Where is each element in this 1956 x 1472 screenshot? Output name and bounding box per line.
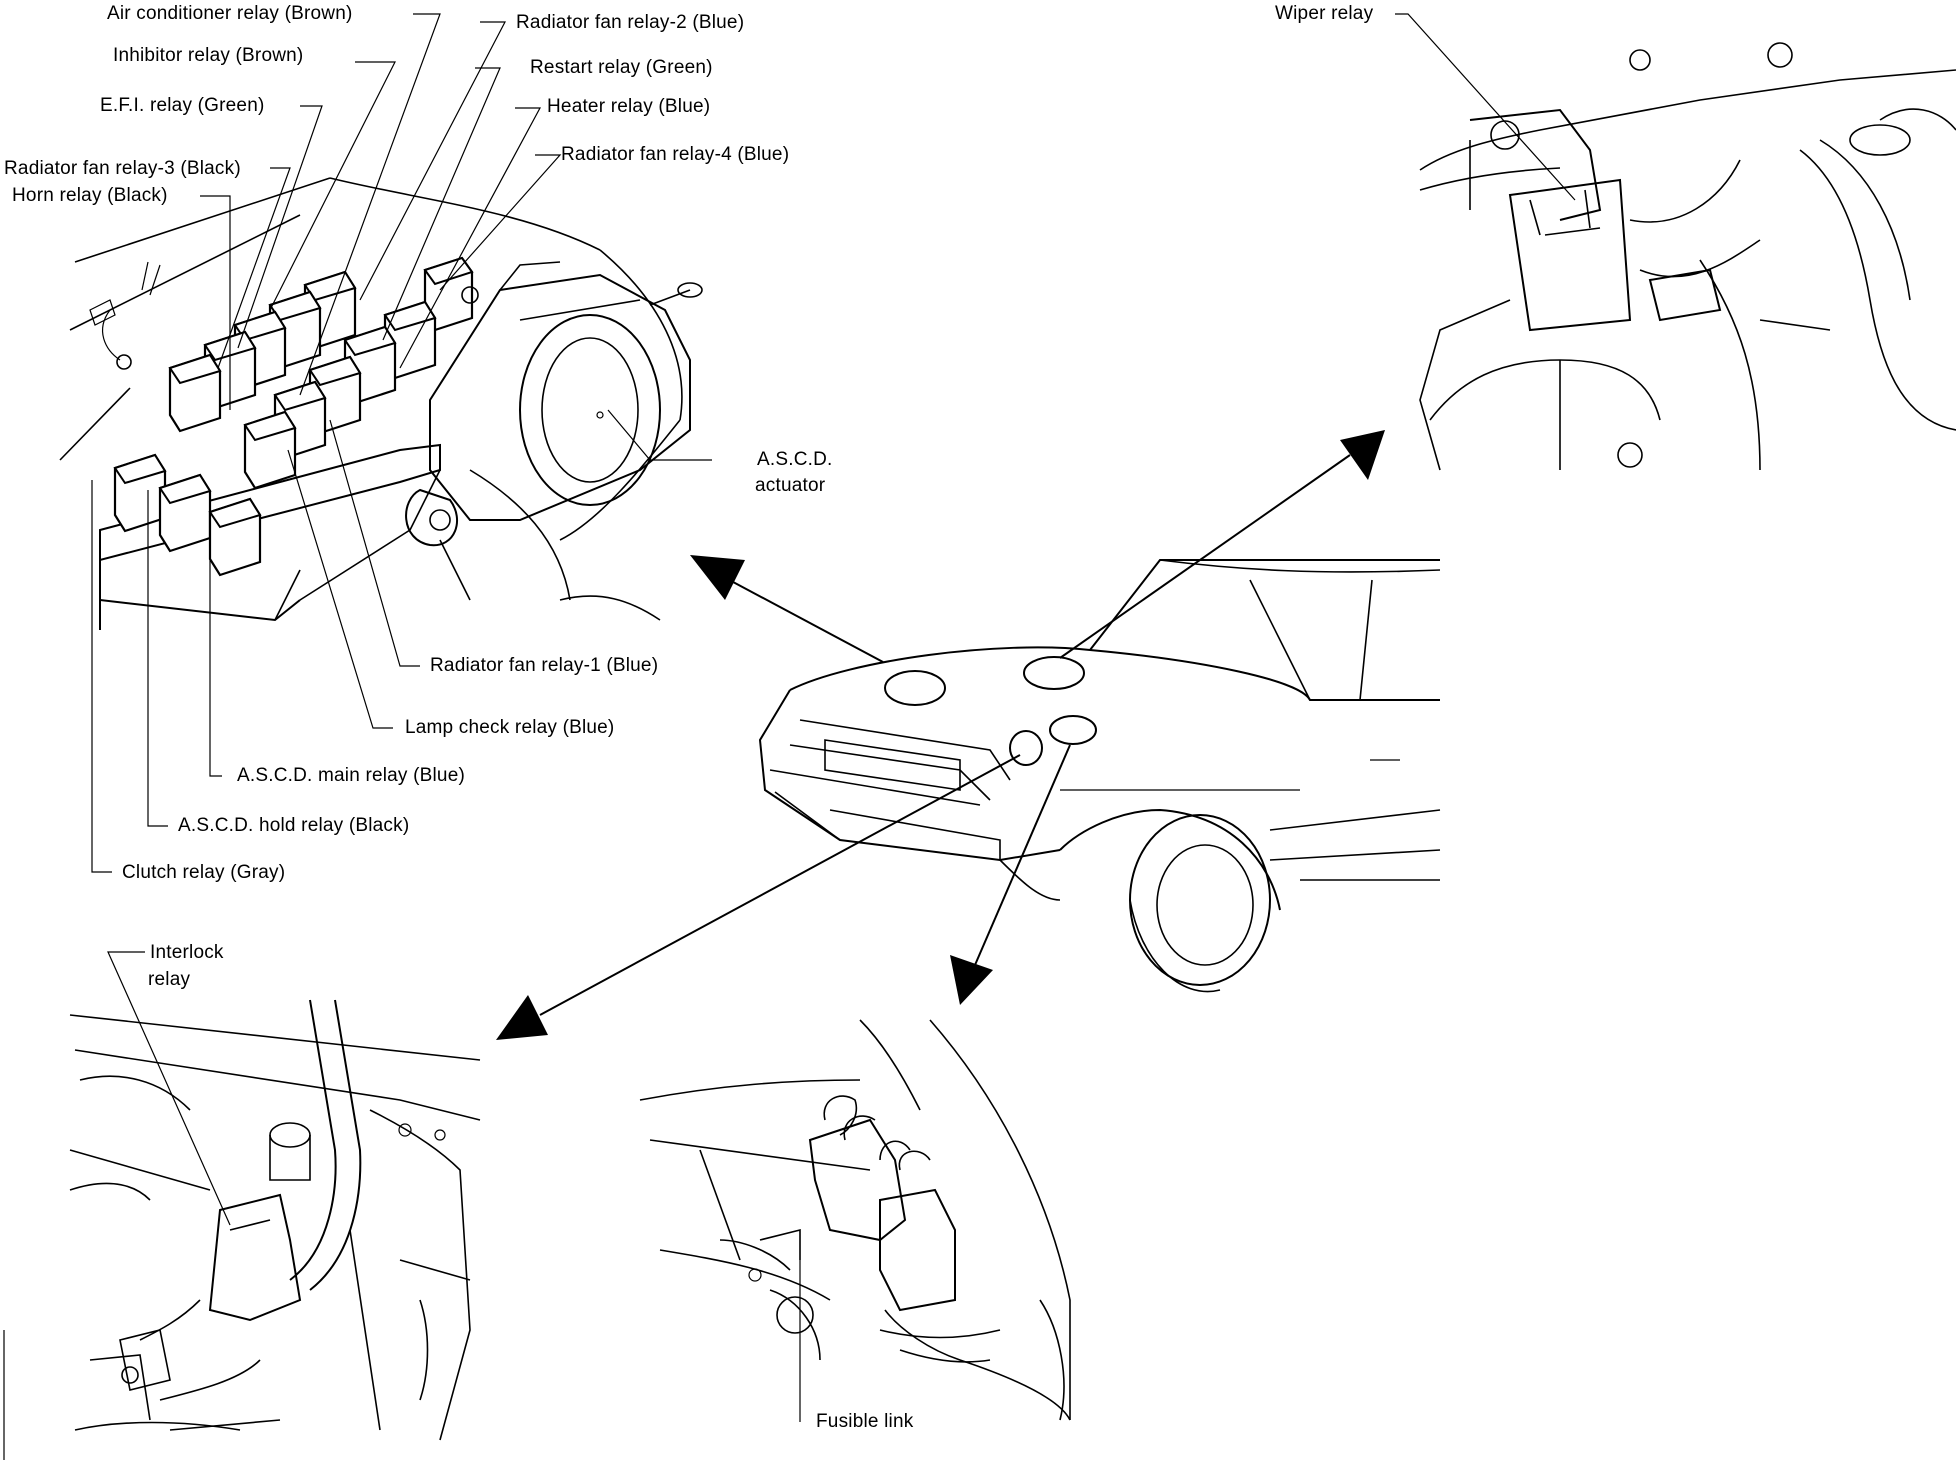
interlock-relay-illustration: [69, 951, 481, 1441]
label-radiator-fan-relay-4: Radiator fan relay-4 (Blue): [561, 144, 790, 165]
label-lamp-check-relay: Lamp check relay (Blue): [405, 717, 615, 738]
arrow-to-fusible-link: [950, 955, 993, 1005]
fusible-link-illustration: [639, 1019, 1071, 1422]
label-ascd-main-relay: A.S.C.D. main relay (Blue): [237, 765, 465, 786]
label-inhibitor-relay: Inhibitor relay (Brown): [113, 45, 304, 66]
label-interlock-relay-1: Interlock: [150, 942, 224, 963]
relay-box-illustration: [59, 177, 703, 630]
leader-lines-relay-box: [91, 13, 712, 873]
relay-row-back: [168, 270, 357, 433]
pointer-arrows: [496, 430, 1385, 1040]
label-clutch-relay: Clutch relay (Gray): [122, 862, 286, 883]
label-radiator-fan-relay-1: Radiator fan relay-1 (Blue): [430, 655, 659, 676]
wiper-relay-illustration: [1395, 13, 1956, 471]
label-restart-relay: Restart relay (Green): [530, 57, 713, 78]
label-radiator-fan-relay-3: Radiator fan relay-3 (Black): [4, 158, 241, 179]
label-ascd-hold-relay: A.S.C.D. hold relay (Black): [178, 815, 410, 836]
label-ascd-actuator-1: A.S.C.D.: [757, 449, 833, 470]
label-radiator-fan-relay-2: Radiator fan relay-2 (Blue): [516, 12, 745, 33]
arrow-to-wiper-relay: [1340, 430, 1385, 480]
relay-row-front: [113, 453, 262, 577]
arrow-to-interlock-relay: [496, 995, 548, 1040]
ascd-actuator-drawing: [405, 261, 703, 601]
label-ascd-actuator-2: actuator: [755, 475, 826, 496]
relay-row-right: [243, 256, 474, 490]
label-air-conditioner-relay: Air conditioner relay (Brown): [107, 3, 353, 24]
label-interlock-relay-2: relay: [148, 969, 191, 990]
arrow-to-relay-box: [690, 555, 745, 600]
car-illustration: [758, 559, 1441, 993]
label-horn-relay: Horn relay (Black): [12, 185, 168, 206]
label-fusible-link: Fusible link: [816, 1411, 914, 1432]
label-wiper-relay: Wiper relay: [1275, 3, 1374, 24]
label-efi-relay: E.F.I. relay (Green): [100, 95, 265, 116]
label-heater-relay: Heater relay (Blue): [547, 96, 711, 117]
